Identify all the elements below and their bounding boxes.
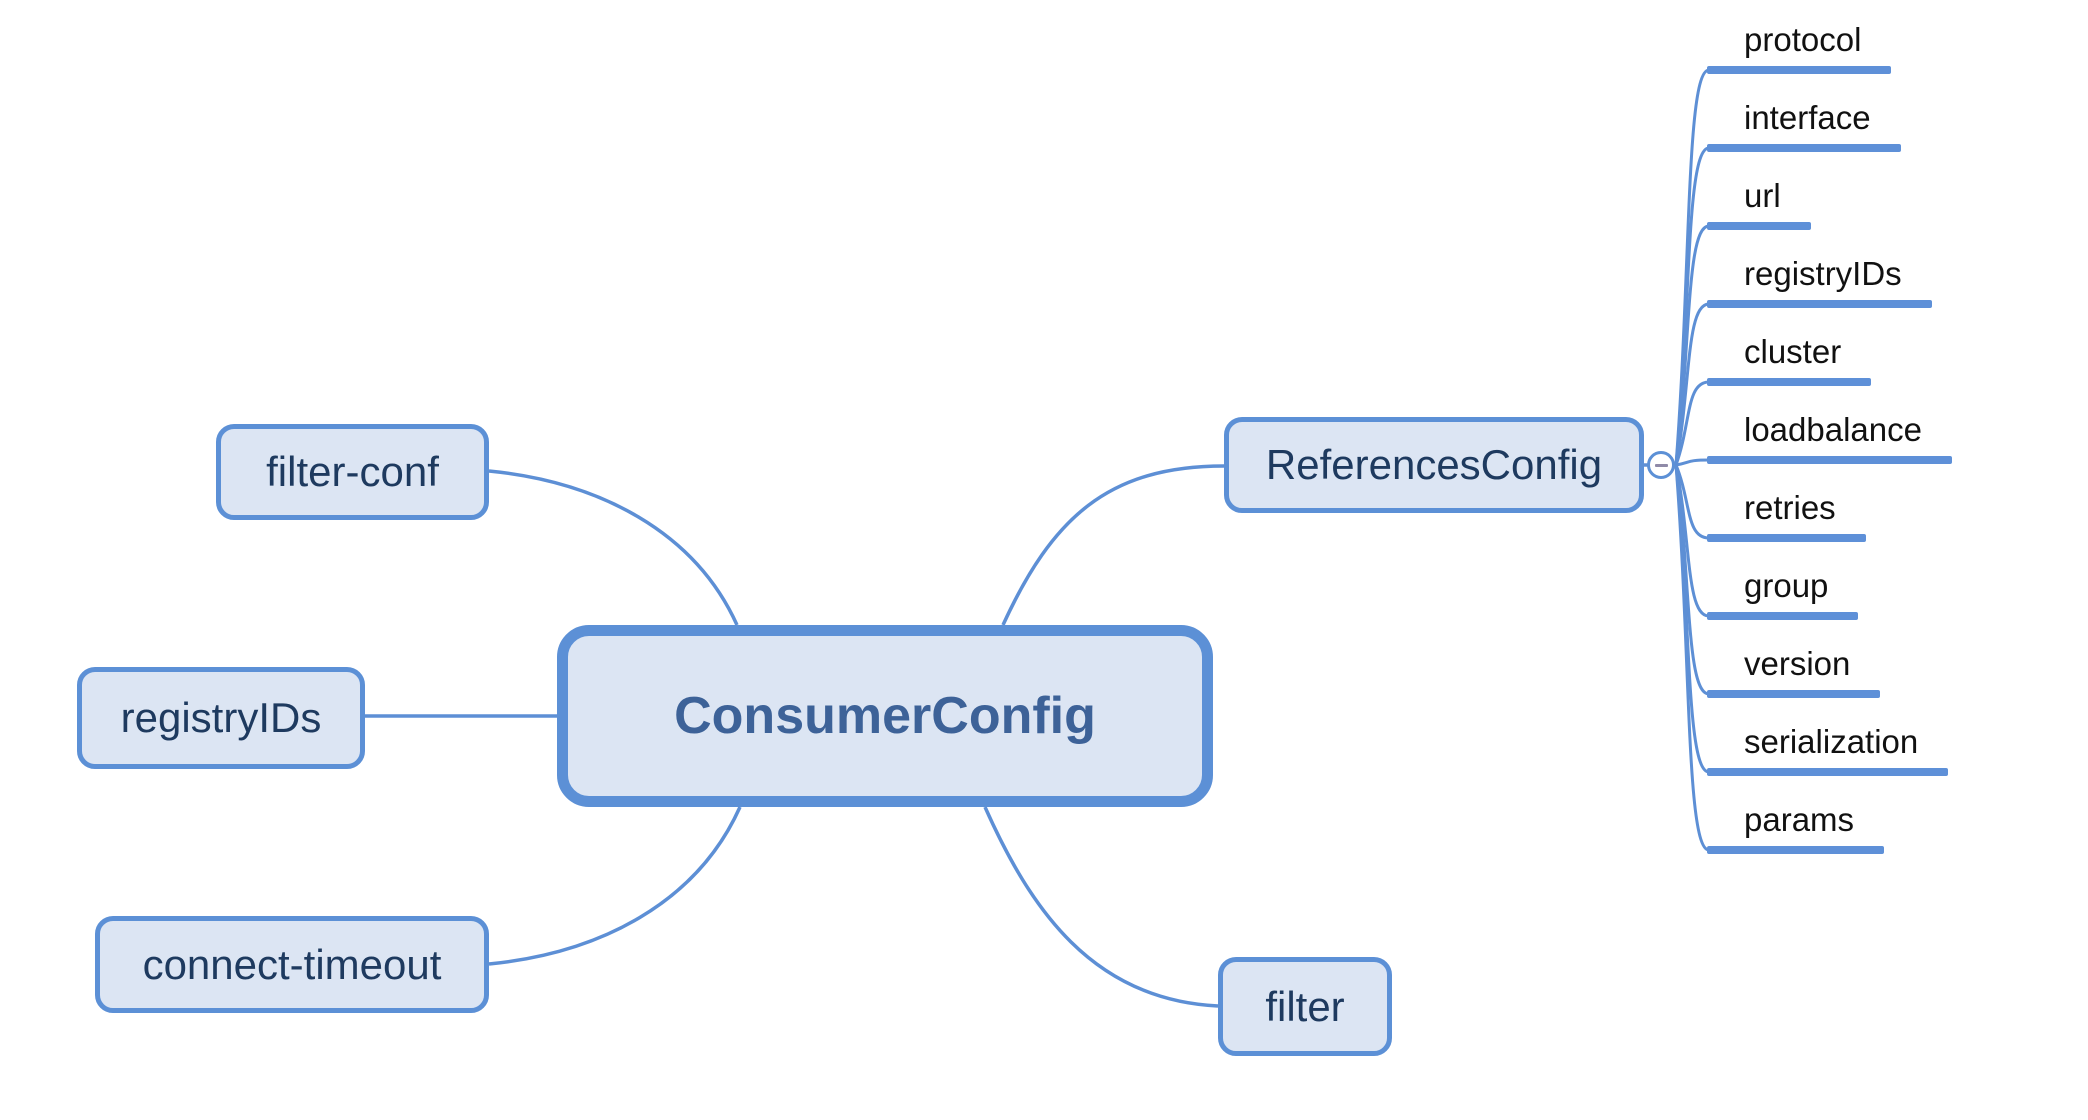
attribute-topic[interactable]: loadbalance <box>1707 410 1952 464</box>
connector-attribute <box>1674 224 1710 466</box>
connector-connect-timeout <box>488 806 742 966</box>
root-topic-consumerconfig[interactable]: ConsumerConfig <box>557 625 1213 807</box>
attribute-underline <box>1707 378 1872 386</box>
topic-filter[interactable]: filter <box>1218 957 1392 1056</box>
attribute-label: loadbalance <box>1744 411 1922 448</box>
attribute-label: params <box>1744 801 1855 838</box>
connector-attribute <box>1674 302 1710 466</box>
attribute-underline <box>1707 66 1892 74</box>
connector-attribute <box>1674 464 1710 852</box>
topic-label: connect-timeout <box>142 940 442 988</box>
attribute-topic[interactable]: registryIDs <box>1707 254 1932 308</box>
topic-label: registryIDs <box>120 694 322 741</box>
connector-attribute <box>1674 464 1710 540</box>
attribute-underline <box>1707 144 1901 152</box>
topic-label: filter <box>1265 982 1345 1030</box>
connector-filter-conf <box>488 469 739 626</box>
attribute-topic[interactable]: group <box>1707 566 1859 620</box>
attribute-topic[interactable]: version <box>1707 644 1881 698</box>
attribute-label: serialization <box>1744 723 1919 760</box>
topic-label: ReferencesConfig <box>1265 441 1603 488</box>
attribute-label: registryIDs <box>1744 255 1902 292</box>
attribute-underline <box>1707 690 1881 698</box>
connector-attribute <box>1674 464 1710 774</box>
attribute-underline <box>1707 612 1859 620</box>
connector-attribute <box>1675 458 1710 467</box>
minus-icon <box>1654 463 1668 467</box>
attribute-label: protocol <box>1744 21 1862 58</box>
attribute-label: group <box>1744 567 1829 604</box>
attribute-underline <box>1707 768 1949 776</box>
attribute-topic[interactable]: url <box>1707 176 1811 230</box>
attribute-underline <box>1707 222 1811 230</box>
attribute-label: retries <box>1744 489 1836 526</box>
attribute-topic[interactable]: retries <box>1707 488 1866 542</box>
attribute-topic[interactable]: cluster <box>1707 332 1872 386</box>
attribute-topic[interactable]: interface <box>1707 98 1901 152</box>
attribute-label: version <box>1744 645 1851 682</box>
topic-connect-timeout[interactable]: connect-timeout <box>95 916 489 1013</box>
root-topic-label: ConsumerConfig <box>674 687 1096 745</box>
topic-filter-conf[interactable]: filter-conf <box>216 424 489 520</box>
topic-registryids[interactable]: registryIDs <box>77 667 365 769</box>
connector-references-config <box>1001 464 1225 626</box>
connector-attribute <box>1674 380 1710 466</box>
collapse-button[interactable] <box>1647 451 1675 479</box>
attribute-topic[interactable]: params <box>1707 800 1885 854</box>
attribute-label: cluster <box>1744 333 1842 370</box>
attribute-underline <box>1707 846 1885 854</box>
attribute-label: interface <box>1744 99 1871 136</box>
attribute-topic[interactable]: protocol <box>1707 20 1892 74</box>
topic-referencesconfig[interactable]: ReferencesConfig <box>1224 417 1644 513</box>
attribute-underline <box>1707 300 1932 308</box>
attribute-underline <box>1707 456 1952 464</box>
attribute-topic[interactable]: serialization <box>1707 722 1949 776</box>
topic-label: filter-conf <box>266 448 439 495</box>
attribute-label: url <box>1744 177 1781 214</box>
connector-filter <box>983 806 1219 1008</box>
attribute-underline <box>1707 534 1866 542</box>
